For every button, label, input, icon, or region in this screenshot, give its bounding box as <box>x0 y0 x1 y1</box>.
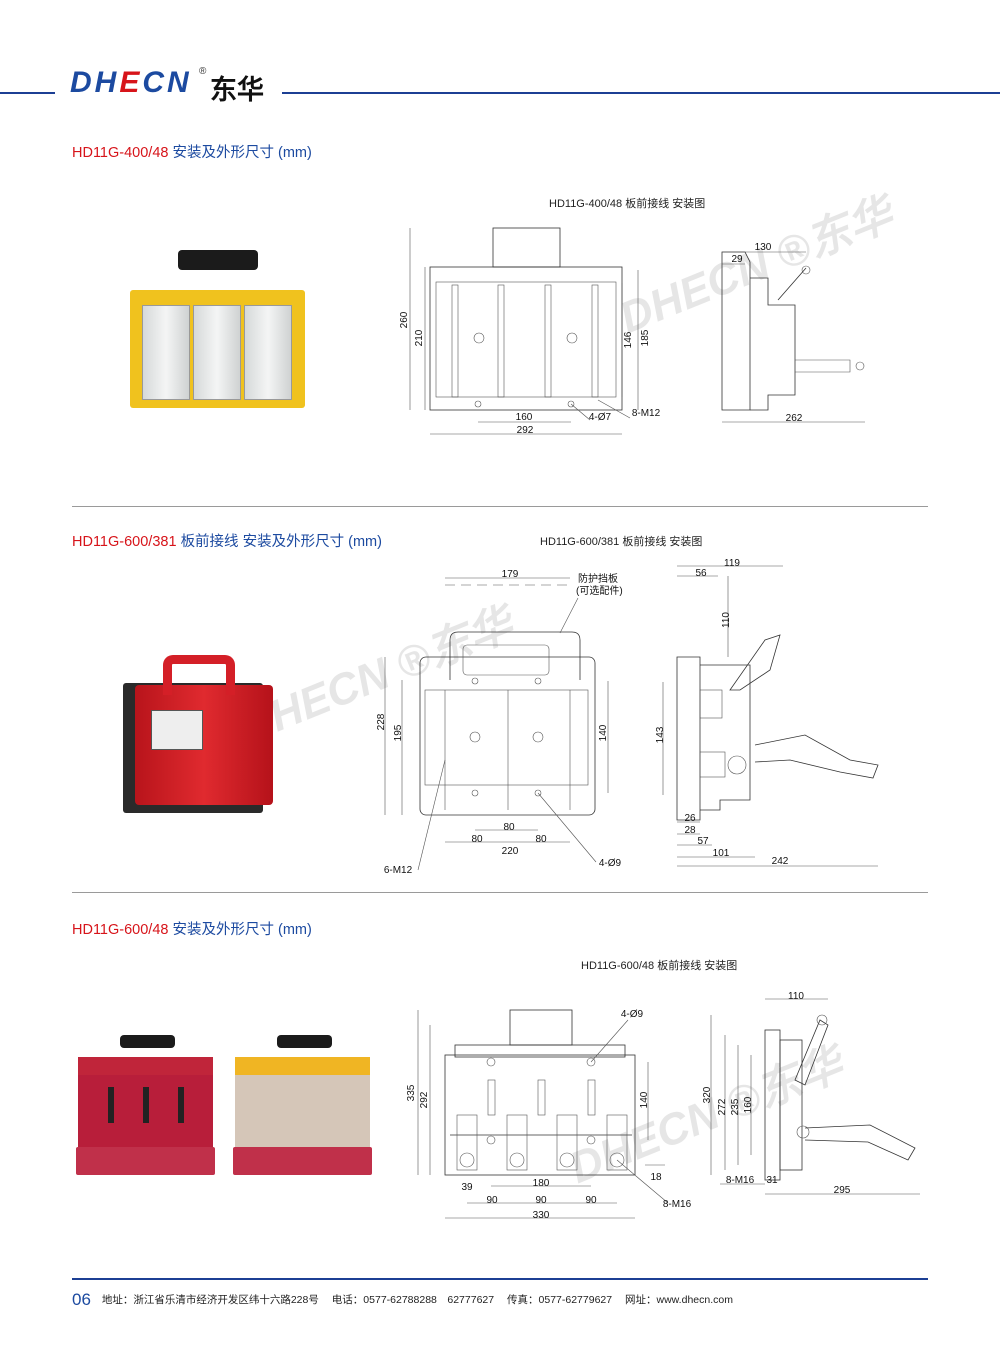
section-heading: 安装及外形尺寸 (mm) <box>172 145 312 161</box>
dim-label: 80 <box>503 822 515 833</box>
dim-label: 140 <box>598 724 609 741</box>
dim-label: 220 <box>502 846 519 857</box>
section-title-600-381: HD11G-600/381 板前接线 安装及外形尺寸 (mm) <box>72 530 382 551</box>
switch-pole <box>244 305 292 400</box>
cover-slot <box>108 1087 114 1123</box>
dim-label: 260 <box>399 311 410 328</box>
dim-label: 57 <box>697 836 709 847</box>
cover-slot <box>178 1087 184 1123</box>
dim-label: 143 <box>655 726 666 743</box>
dim-label: 28 <box>684 825 696 836</box>
footer-website[interactable]: 网址：www.dhecn.com <box>625 1294 733 1306</box>
switch-handle <box>120 1035 175 1048</box>
dim-label: 80 <box>535 834 547 845</box>
drawing-title: HD11G-600/48 板前接线 安装图 <box>581 960 738 972</box>
dim-label: 8-M12 <box>632 408 661 419</box>
section-heading: 安装及外形尺寸 (mm) <box>172 922 312 938</box>
brand-name-cn: 东华 <box>210 75 264 106</box>
switch-top <box>235 1057 370 1077</box>
watermark: DHECN ®东华 <box>563 1039 850 1194</box>
front-view-400-48: 260 210 146 185 160 292 4-Ø7 8-M12 <box>399 227 661 436</box>
brand-logo: DHECN <box>70 66 192 100</box>
product-photo-hd11g-600-48-closed <box>76 1035 215 1175</box>
dim-label: 90 <box>535 1195 547 1206</box>
dim-label: 101 <box>713 848 730 859</box>
model-name: HD11G-400/48 <box>72 145 169 161</box>
dim-label: 228 <box>376 713 387 730</box>
cover-slot <box>143 1087 149 1123</box>
footer: 06 地址：浙江省乐清市经济开发区纬十六路228号 电话：0577-627882… <box>72 1290 743 1310</box>
logo-e: E <box>119 66 143 99</box>
dim-label: 8-M16 <box>726 1175 755 1186</box>
nameplate <box>151 710 203 750</box>
registered-mark: ® <box>199 66 207 77</box>
footer-rule <box>72 1278 928 1280</box>
section-divider <box>72 892 928 893</box>
dim-label: 262 <box>786 413 803 424</box>
model-name: HD11G-600/48 <box>72 922 169 938</box>
section-divider <box>72 506 928 507</box>
dim-label: 335 <box>406 1084 417 1101</box>
dim-label: 31 <box>766 1175 778 1186</box>
dim-label: 180 <box>533 1178 550 1189</box>
dim-label: 119 <box>724 558 740 569</box>
dim-label: 195 <box>393 724 404 741</box>
dim-label: 4-Ø7 <box>589 412 612 423</box>
dim-label: 90 <box>585 1195 597 1206</box>
logo-dh: DH <box>70 66 120 99</box>
switch-handle <box>277 1035 332 1048</box>
guard-label-optional: (可选配件) <box>576 584 623 597</box>
side-view-600-381: 119 56 110 143 26 28 57 101 242 <box>655 558 879 867</box>
dim-label: 18 <box>650 1172 662 1183</box>
model-name: HD11G-600/381 <box>72 534 177 550</box>
header-rule-right <box>282 92 1000 94</box>
drawing-title: HD11G-600/381 板前接线 安装图 <box>540 536 703 548</box>
dim-label: 56 <box>695 568 707 579</box>
footer-phone: 电话：0577-62788288 62777627 <box>331 1294 495 1306</box>
footer-address: 地址：浙江省乐清市经济开发区纬十六路228号 <box>101 1294 319 1306</box>
dim-label: 90 <box>486 1195 498 1206</box>
guard-label: 防护挡板 <box>578 572 618 585</box>
dim-label: 8-M16 <box>663 1199 692 1210</box>
switch-base <box>233 1147 372 1175</box>
switch-top <box>78 1057 213 1077</box>
dim-label: 330 <box>533 1210 550 1221</box>
dim-label: 80 <box>471 834 483 845</box>
dim-label: 242 <box>772 856 789 867</box>
switch-handle <box>178 250 258 270</box>
dim-label: 295 <box>834 1185 851 1196</box>
switch-pole <box>193 305 241 400</box>
dim-label: 292 <box>517 425 534 436</box>
header-rule-left <box>0 92 55 94</box>
logo-cn: CN <box>142 66 192 99</box>
product-photo-hd11g-600-48-open <box>233 1035 372 1175</box>
switch-handle <box>163 655 235 695</box>
drawing-title: HD11G-400/48 板前接线 安装图 <box>549 198 706 210</box>
dim-label: 110 <box>721 612 732 628</box>
section-title-400-48: HD11G-400/48 安装及外形尺寸 (mm) <box>72 141 312 162</box>
dim-label: 110 <box>788 991 804 1002</box>
product-photo-hd11g-400-48 <box>130 250 305 408</box>
dim-label: 179 <box>502 569 519 580</box>
dim-label: 292 <box>419 1091 430 1108</box>
dim-label: 4-Ø9 <box>599 858 622 869</box>
dim-label: 160 <box>516 412 533 423</box>
page-number: 06 <box>72 1290 91 1309</box>
footer-fax: 传真：0577-62779627 <box>507 1294 613 1306</box>
dim-label: 210 <box>414 329 425 346</box>
switch-base <box>76 1147 215 1175</box>
dim-label: 39 <box>461 1182 473 1193</box>
dim-label: 4-Ø9 <box>621 1009 644 1020</box>
section-title-600-48: HD11G-600/48 安装及外形尺寸 (mm) <box>72 918 312 939</box>
product-photo-hd11g-600-381 <box>123 655 273 813</box>
switch-contacts <box>235 1075 370 1147</box>
switch-pole <box>142 305 190 400</box>
section-heading: 板前接线 安装及外形尺寸 (mm) <box>180 534 382 550</box>
dim-label: 26 <box>684 813 696 824</box>
dim-label: 6-M12 <box>384 865 413 876</box>
